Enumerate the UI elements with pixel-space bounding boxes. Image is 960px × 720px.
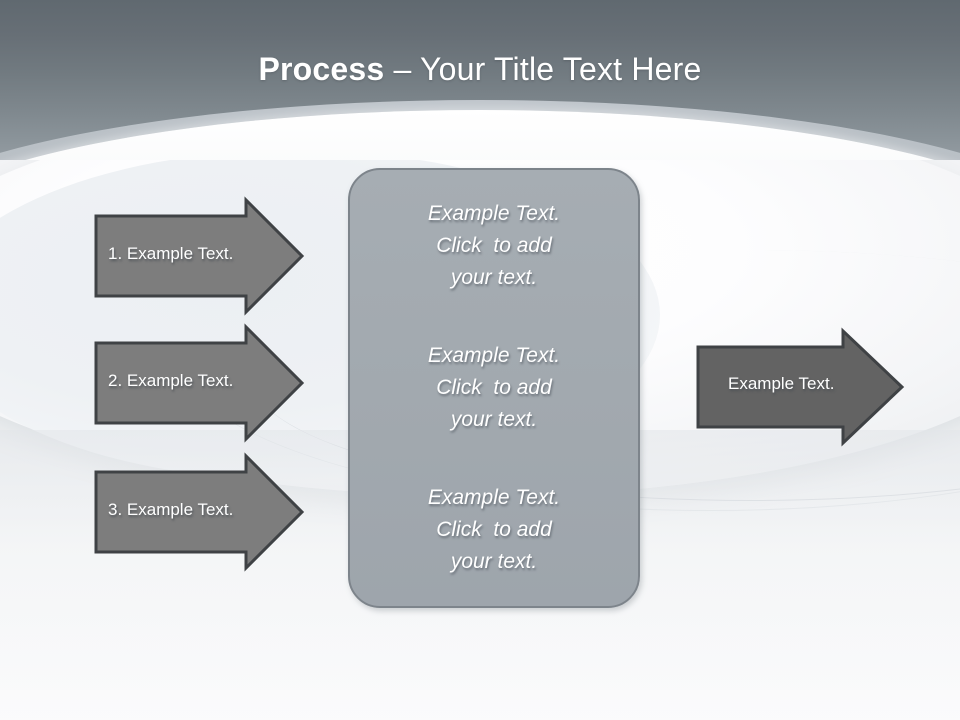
step-arrow-2[interactable]: 2. Example Text. bbox=[94, 323, 306, 443]
center-text-line: your text. bbox=[450, 408, 538, 431]
right-arrow-icon bbox=[94, 196, 305, 316]
center-text-block-1: Example Text. Click to add your text. bbox=[376, 198, 612, 294]
center-text-line: your text. bbox=[450, 550, 538, 573]
slide-header bbox=[0, 0, 960, 160]
right-arrow-icon bbox=[94, 452, 305, 572]
step-arrow-1[interactable]: 1. Example Text. bbox=[94, 196, 306, 316]
step-arrow-3[interactable]: 3. Example Text. bbox=[94, 452, 306, 572]
header-curve bbox=[0, 110, 960, 160]
center-text-line: Example Text. bbox=[427, 344, 561, 367]
center-text-line: Click to add bbox=[436, 518, 552, 541]
output-arrow[interactable]: Example Text. bbox=[696, 327, 906, 447]
right-arrow-icon bbox=[696, 327, 905, 447]
page-title: Process – Your Title Text Here bbox=[0, 49, 960, 89]
page-title-rest: – Your Title Text Here bbox=[384, 51, 702, 87]
center-text-block-2: Example Text. Click to add your text. bbox=[376, 340, 612, 436]
center-text-line: your text. bbox=[450, 266, 538, 289]
center-text-line: Click to add bbox=[436, 234, 552, 257]
center-text-line: Click to add bbox=[436, 376, 552, 399]
center-content-box[interactable]: Example Text. Click to add your text. Ex… bbox=[348, 168, 640, 608]
right-arrow-icon bbox=[94, 323, 305, 443]
center-text-line: Example Text. bbox=[427, 486, 561, 509]
center-text-line: Example Text. bbox=[427, 202, 561, 225]
center-text-block-3: Example Text. Click to add your text. bbox=[376, 482, 612, 578]
page-title-bold: Process bbox=[258, 51, 385, 87]
